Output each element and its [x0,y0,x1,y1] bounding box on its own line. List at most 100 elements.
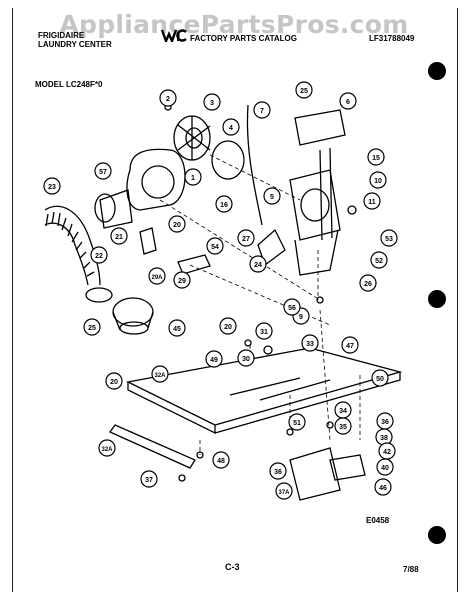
callout-label: 3 [210,100,214,107]
callout-circle [374,478,392,496]
callout-circle [173,271,191,289]
brand-label: FRIGIDAIRE [38,31,85,40]
callout-label: 27 [242,236,250,243]
callout-circle [90,246,108,264]
callout-label: 48 [217,458,225,465]
callout-label: 30 [242,356,250,363]
callout-circle [370,251,388,269]
callout-label: 32A [154,373,166,379]
callout-label: 45 [173,326,181,333]
motor-clip [177,254,211,275]
callout-label: 42 [383,449,391,456]
callout-circle [363,192,381,210]
callout-circle [148,267,166,285]
leader-lines [159,154,361,455]
callout-36: 36 [376,412,394,430]
callout-label: 51 [293,420,301,427]
callout-21: 21 [110,227,128,245]
callout-circle [140,470,158,488]
callout-circle [184,168,202,186]
callout-circle [237,349,255,367]
callout-circle [376,458,394,476]
clamp-ring [85,287,113,303]
callout-11: 11 [363,192,381,210]
blower-housing [99,148,186,229]
callout-3: 3 [203,93,221,111]
callout-circle [339,92,357,110]
drive-belt [246,104,263,226]
callout-label: 35 [339,424,347,431]
callout-circle [253,101,271,119]
hose-clamp [94,193,116,223]
callout-circle [94,162,112,180]
base-plate [125,347,403,435]
callout-label: 29A [151,275,163,281]
base-rail [109,424,196,469]
callout-50: 50 [371,369,389,387]
callout-label: 37A [278,490,290,496]
callout-20: 20 [105,372,123,390]
callout-20: 20 [219,317,237,335]
callout-circle [334,417,352,435]
callout-37A: 37A [275,482,293,500]
callout-36: 36 [269,462,287,480]
callout-42: 42 [378,442,396,460]
callout-circle [168,215,186,233]
callout-label: 24 [254,262,262,269]
callout-45: 45 [168,319,186,337]
blower-wheel [173,115,211,161]
callout-label: 31 [260,329,268,336]
callout-label: 1 [191,175,195,182]
revision-date: 7/88 [403,565,419,574]
callout-15: 15 [367,148,385,166]
callout-35: 35 [334,417,352,435]
callout-circle [249,255,267,273]
mounting-bracket [139,227,157,255]
callout-24: 24 [249,255,267,273]
callout-label: 20 [224,324,232,331]
callout-label: 50 [376,376,384,383]
callout-49: 49 [205,350,223,368]
page-number: C-3 [225,562,240,572]
binder-hole-bottom [428,526,446,544]
callout-circle [371,369,389,387]
product-label: LAUNDRY CENTER [38,40,112,49]
callout-37: 37 [140,470,158,488]
callout-circle [219,317,237,335]
callout-29: 29 [173,271,191,289]
callout-38: 38 [375,428,393,446]
callout-label: 56 [288,305,296,312]
callout-label: 57 [99,169,107,176]
callout-label: 33 [306,341,314,348]
callout-label: 15 [372,155,380,162]
callout-label: 23 [48,184,56,191]
callout-25: 25 [83,318,101,336]
callout-47: 47 [341,336,359,354]
callout-circle [367,148,385,166]
callout-circle [43,177,61,195]
figure-code: E0458 [366,516,390,525]
callout-27: 27 [237,229,255,247]
wci-logo-icon [160,29,187,42]
callout-label: 49 [210,357,218,364]
model-label: MODEL LC248F*0 [35,80,103,89]
callout-circle [288,413,306,431]
callout-circle [110,227,128,245]
callout-label: 11 [368,199,376,206]
callout-label: 26 [364,281,372,288]
callout-34: 34 [334,401,352,419]
callout-label: 53 [385,236,393,243]
callout-57: 57 [94,162,112,180]
callout-1: 1 [184,168,202,186]
gasket-ring [211,140,245,180]
callout-2: 2 [159,89,177,107]
callout-label: 54 [211,244,219,251]
callout-label: 7 [260,108,264,115]
callout-10: 10 [369,171,387,189]
switch-bracket [289,447,366,501]
callout-label: 32A [101,447,113,453]
callout-48: 48 [212,451,230,469]
callout-label: 22 [95,253,103,260]
